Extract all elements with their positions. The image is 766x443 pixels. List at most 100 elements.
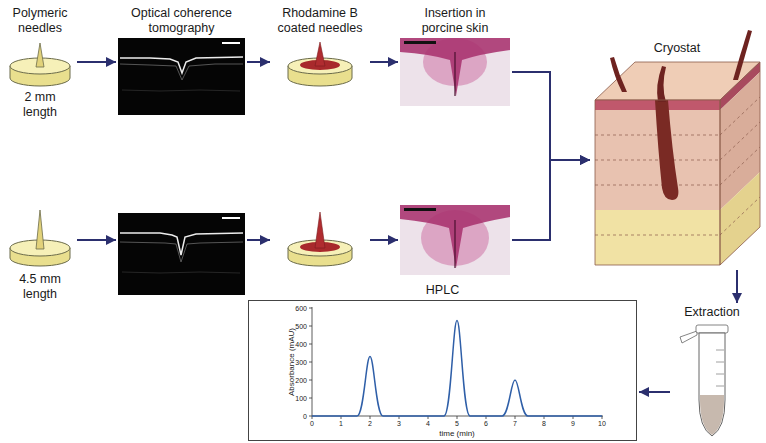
oct-image-box: Optical coherence tomography	[118, 6, 245, 115]
tick	[309, 362, 312, 363]
tube-lid-flap	[680, 331, 697, 343]
section-line	[720, 197, 760, 235]
coated-needle	[288, 212, 352, 266]
needle-track	[454, 220, 455, 268]
section-line	[595, 185, 720, 186]
step-heading: Optical coherence tomography	[119, 6, 244, 36]
hplc-chromatogram	[249, 301, 637, 441]
tube-mark	[716, 386, 724, 387]
dye-band	[400, 205, 510, 268]
tick-label: 5	[455, 420, 459, 427]
section-line	[595, 235, 720, 236]
needle-track	[454, 52, 455, 96]
tick-label: 4	[426, 420, 430, 427]
tick-label: 0	[303, 413, 307, 420]
scale-bar	[222, 217, 240, 219]
fat-side	[720, 172, 760, 265]
tube-liquid	[700, 395, 724, 435]
step-heading: Rhodamine B coated needles	[272, 6, 368, 36]
block-outline	[720, 62, 760, 265]
section-line	[720, 97, 760, 135]
fat-layer	[595, 210, 720, 265]
block-outline	[595, 100, 720, 265]
oct-image-box	[118, 213, 245, 295]
tick-label: 1	[339, 420, 343, 427]
tick	[309, 344, 312, 345]
tick	[309, 380, 312, 381]
chromatogram-trace	[312, 321, 602, 416]
skin-block	[595, 30, 760, 265]
y-ticks	[309, 308, 312, 416]
skin-photo	[400, 38, 510, 106]
tick-label: 0	[310, 420, 314, 427]
needle-4mm	[10, 210, 70, 266]
tick-label: 3	[397, 420, 401, 427]
tick-label: 500	[295, 323, 307, 330]
tube-marks	[716, 350, 724, 386]
process-arrow	[512, 160, 590, 240]
scale-bar	[222, 42, 240, 44]
needle-illustration: Polymeric needles 2 mm length	[5, 6, 75, 120]
skin-photo	[400, 205, 510, 275]
tube-mark	[716, 374, 724, 375]
step-heading: Extraction	[672, 305, 752, 320]
tick-label: 10	[598, 420, 606, 427]
section-line	[720, 147, 760, 185]
tick	[515, 416, 516, 419]
hair	[610, 57, 627, 92]
oct-surface	[120, 57, 243, 73]
process-arrow	[247, 61, 270, 63]
coated-needle-box: Rhodamine B coated needles	[272, 6, 368, 90]
axis-title: time (min)	[439, 430, 475, 438]
oct-image	[118, 213, 245, 295]
process-arrow	[247, 239, 270, 241]
skin-photo-box: Insertion in porcine skin	[400, 6, 510, 106]
axis-title: Absorbance (mAU)	[288, 328, 296, 396]
coated-spike	[315, 212, 325, 248]
process-arrow	[639, 391, 670, 393]
step-heading: Insertion in porcine skin	[409, 6, 501, 36]
needle-spike	[36, 210, 44, 249]
process-arrow	[512, 72, 590, 160]
connectors	[77, 62, 737, 392]
needle-2mm	[10, 43, 70, 86]
oct-ground	[118, 38, 245, 115]
step-heading: Cryostat	[627, 41, 727, 56]
process-arrow	[77, 61, 116, 63]
size-caption: 2 mm length	[9, 90, 71, 120]
step-heading: Polymeric needles	[9, 6, 71, 36]
oct-layer	[122, 90, 240, 91]
tick	[309, 398, 312, 399]
tick-label: 200	[295, 377, 307, 384]
tube-mark	[716, 350, 724, 351]
skin-ground	[400, 205, 510, 275]
tube-mark	[716, 362, 724, 363]
skin-photo-box	[400, 205, 510, 275]
tick-label: 2	[368, 420, 372, 427]
tick-label: 8	[542, 420, 546, 427]
tick-label: 600	[295, 305, 307, 312]
step-heading: HPLC	[383, 283, 503, 298]
coated-spike	[315, 42, 325, 66]
process-arrow	[370, 61, 398, 63]
coated-needle	[288, 42, 352, 86]
oct-ground	[118, 213, 245, 295]
needle-spike	[36, 43, 44, 67]
oct-image	[118, 38, 245, 115]
process-arrow	[77, 239, 116, 241]
tube-lid	[696, 325, 728, 333]
process-arrow	[370, 239, 398, 241]
needle-illustration: 4.5 mm length	[5, 205, 75, 302]
tick	[309, 416, 312, 417]
y-axis	[312, 307, 313, 416]
skin-ground	[400, 38, 510, 106]
dye-band	[400, 38, 510, 96]
tick	[309, 308, 312, 309]
tick-label: 7	[513, 420, 517, 427]
extraction-box: Extraction	[672, 305, 752, 440]
tick-label: 300	[295, 359, 307, 366]
tick-label: 400	[295, 341, 307, 348]
section-line	[595, 160, 720, 161]
scale-bar	[404, 41, 436, 44]
